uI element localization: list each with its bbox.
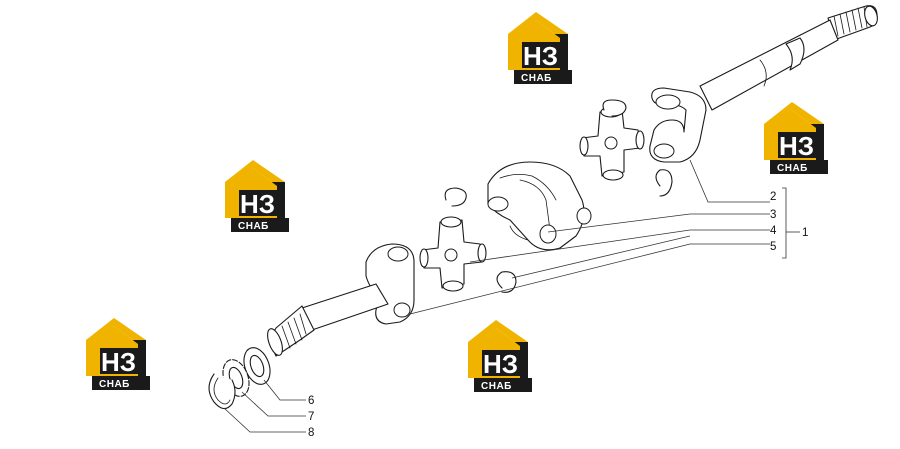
watermark-logo-bottom-center: НЗ СНАБ xyxy=(468,320,532,392)
center-double-yoke xyxy=(487,161,592,251)
callout-8: 8 xyxy=(308,427,314,439)
lower-snap-ring-top xyxy=(444,187,467,207)
watermark-logo-right: НЗ СНАБ xyxy=(764,102,828,174)
watermark-caption: СНАБ xyxy=(521,73,552,84)
right-axle-shaft xyxy=(649,5,878,163)
upper-snap-ring-right xyxy=(655,169,673,197)
callout-2: 2 xyxy=(770,191,776,203)
washer-6 xyxy=(243,347,271,385)
callout-1: 1 xyxy=(802,227,808,239)
callout-3: 3 xyxy=(770,209,776,221)
watermark-caption: СНАБ xyxy=(99,379,130,390)
watermark-letters: НЗ xyxy=(523,41,558,71)
upper-universal-joint-cross xyxy=(579,106,645,181)
watermark-caption: СНАБ xyxy=(777,163,808,174)
callout-5: 5 xyxy=(770,241,776,253)
watermark-caption: СНАБ xyxy=(481,381,512,392)
upper-snap-ring-top xyxy=(602,99,627,117)
callout-7: 7 xyxy=(308,411,314,423)
watermark-logo-left: НЗ СНАБ xyxy=(225,160,289,232)
watermark-letters: НЗ xyxy=(101,347,136,377)
lower-universal-joint-cross xyxy=(419,216,487,292)
watermark-letters: НЗ xyxy=(779,131,814,161)
watermark-letters: НЗ xyxy=(240,189,275,219)
callout-4: 4 xyxy=(770,225,777,237)
lower-snap-ring-right xyxy=(496,271,517,293)
watermark-letters: НЗ xyxy=(483,349,518,379)
watermark-caption: СНАБ xyxy=(238,221,269,232)
watermark-logo-top: НЗ СНАБ xyxy=(508,12,572,84)
retaining-ring-8 xyxy=(208,373,236,410)
left-axle-shaft xyxy=(267,243,415,357)
leader-lines xyxy=(223,159,800,433)
watermark-logo-bottom-left: НЗ СНАБ xyxy=(86,318,150,390)
callout-6: 6 xyxy=(308,395,314,407)
